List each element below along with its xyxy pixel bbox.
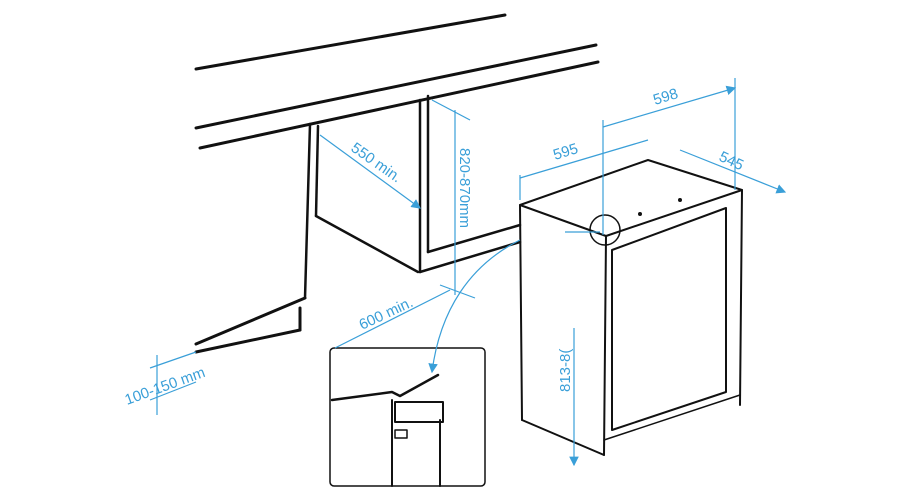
dimension-lines [149, 78, 787, 467]
plinth-height-label: 100-150 mm [123, 364, 208, 409]
width-inner-label: 595 [551, 140, 580, 164]
cabinet-niche [194, 94, 522, 354]
depth-label: 545 [716, 148, 746, 174]
width-outer-label: 598 [651, 85, 680, 109]
niche-height-label: 820-870mm [456, 148, 473, 228]
hinge-detail-inset [329, 347, 486, 487]
niche-depth-label: 550 min. [348, 139, 405, 186]
fridge-appliance [519, 159, 743, 456]
countertop [194, 13, 600, 150]
appliance-height-label: 813-8( [557, 349, 574, 392]
niche-width-label: 600 min. [357, 294, 416, 334]
